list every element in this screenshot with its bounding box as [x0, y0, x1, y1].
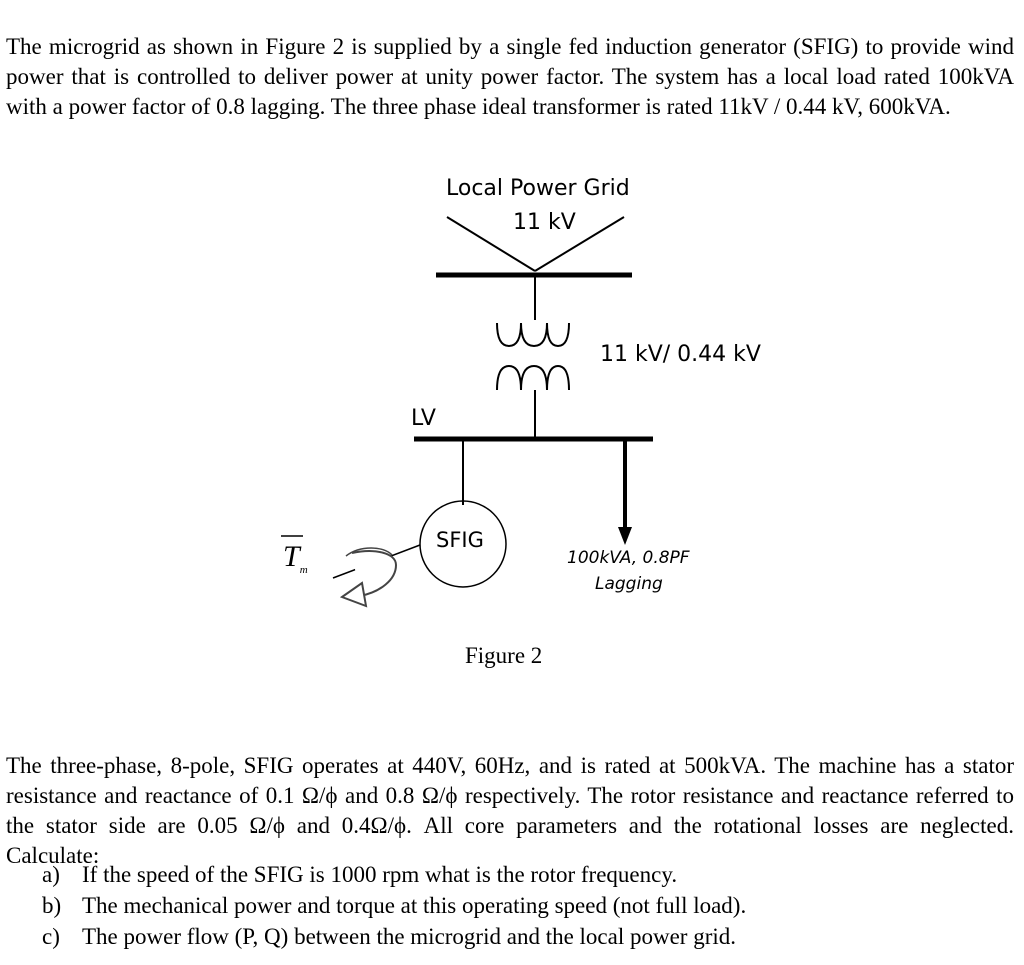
problem-intro: The microgrid as shown in Figure 2 is su…: [6, 34, 1014, 119]
transformer-rating-label: 11 kV/ 0.44 kV: [600, 342, 761, 367]
sfig-circle: [419, 500, 507, 588]
lv-label: LV: [411, 406, 436, 431]
figure-caption: Figure 2: [465, 643, 543, 668]
transformer-secondary: [496, 364, 570, 391]
grid-voltage-label: 11 kV: [513, 210, 576, 235]
question-text: The power flow (P, Q) between the microg…: [82, 924, 737, 949]
grid-line-left: [446, 216, 536, 272]
load-arrow-icon: [618, 527, 632, 545]
question-text: If the speed of the SFIG is 1000 rpm wha…: [82, 862, 678, 887]
transformer-primary: [496, 322, 570, 348]
question-label: c): [42, 924, 60, 949]
question-item: b) The mechanical power and torque at thi…: [42, 890, 746, 921]
question-text: The mechanical power and torque at this …: [82, 893, 747, 918]
torque-subscript: m: [299, 564, 308, 576]
grid-label: Local Power Grid: [446, 176, 630, 201]
question-list: a) If the speed of the SFIG is 1000 rpm w…: [42, 859, 746, 952]
torque-symbol: Tm: [283, 540, 308, 576]
microgrid-diagram: [281, 216, 653, 608]
question-item: c) The power flow (P, Q) between the micr…: [42, 921, 746, 952]
question-label: a): [42, 862, 60, 887]
load-pf-label: Lagging: [595, 574, 663, 594]
sfig-label: SFIG: [436, 528, 484, 552]
question-label: b): [42, 893, 62, 918]
load-rating-label: 100kVA, 0.8PF: [567, 548, 690, 568]
machine-description: The three-phase, 8-pole, SFIG operates a…: [6, 753, 1014, 868]
question-item: a) If the speed of the SFIG is 1000 rpm w…: [42, 859, 746, 890]
grid-line-right: [534, 216, 625, 272]
rotation-arrowhead-icon: [339, 581, 368, 608]
